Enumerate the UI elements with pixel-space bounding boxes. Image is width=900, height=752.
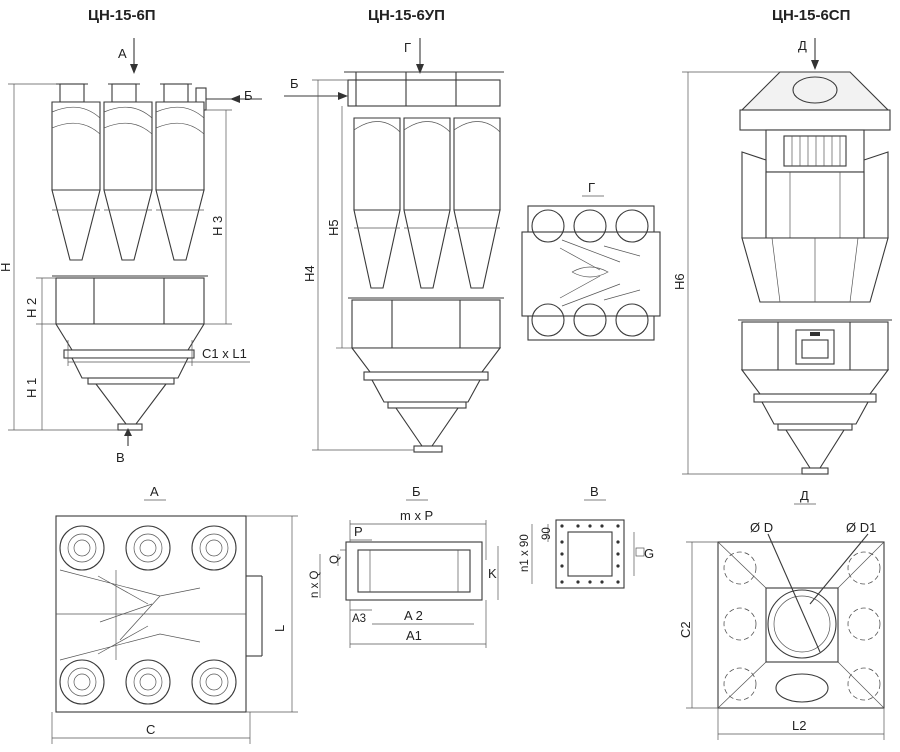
dim-g: G [644, 546, 654, 561]
dim-h6: H6 [672, 273, 687, 290]
dim-p: P [354, 524, 363, 539]
dim-a3: A3 [352, 613, 366, 625]
dim-n-x-q: n x Q [309, 570, 321, 598]
view-g-title: Г [588, 180, 595, 195]
drawing-cn-15-6sp-elevation: Д [672, 38, 892, 475]
view-b-flange: Б m x P P Q n x Q K A3 A 2 A1 [309, 484, 499, 648]
view-g-plan: Г [521, 180, 661, 341]
drawing-cn-15-6p-elevation: А Б [0, 38, 262, 465]
title-cn-15-6sp: ЦН-15-6СП [772, 7, 850, 24]
dim-h2: H 2 [24, 298, 39, 318]
dim-c2: C2 [678, 621, 693, 638]
dim-a1: A1 [406, 628, 422, 643]
dim-h1: H 1 [24, 378, 39, 398]
dim-h5: H5 [326, 219, 341, 236]
dim-c: C [146, 722, 155, 737]
view-label-b-arrow-2: Б [290, 76, 299, 91]
view-d-plan: Д Ø D Ø D1 C2 L2 [678, 488, 885, 740]
view-label-b-arrow: Б [244, 88, 253, 103]
view-v-title: В [590, 484, 599, 499]
dim-m-x-p: m x P [400, 508, 433, 523]
view-label-a-arrow: А [118, 46, 127, 61]
dim-h4: H4 [302, 265, 317, 282]
dim-h3: H 3 [210, 216, 225, 236]
view-a-plan: А C L [51, 484, 298, 744]
view-label-d-arrow: Д [798, 38, 807, 53]
view-a-title: А [150, 484, 159, 499]
dim-n1-x-90: n1 x 90 [519, 534, 531, 572]
view-label-g-arrow: Г [404, 40, 411, 55]
dim-q: Q [329, 555, 341, 564]
drawing-cn-15-6up-elevation: Г Б H4 [284, 38, 504, 453]
dim-d1: Ø D1 [846, 520, 876, 535]
dim-l: L [272, 625, 287, 632]
dim-a2: A 2 [404, 608, 423, 623]
dim-k: K [488, 566, 497, 581]
view-b-title: Б [412, 484, 421, 499]
view-d-title: Д [800, 488, 809, 503]
dim-90: 90 [541, 527, 553, 540]
dim-h: H [0, 263, 13, 272]
dim-c1-l1: C1 x L1 [202, 346, 247, 361]
view-label-v-arrow: В [116, 450, 125, 465]
title-cn-15-6p: ЦН-15-6П [88, 7, 156, 24]
dim-d: Ø D [750, 520, 773, 535]
title-cn-15-6up: ЦН-15-6УП [368, 7, 445, 24]
view-v-flange: В 90 n1 x 90 G [519, 484, 654, 589]
dim-l2: L2 [792, 718, 806, 733]
